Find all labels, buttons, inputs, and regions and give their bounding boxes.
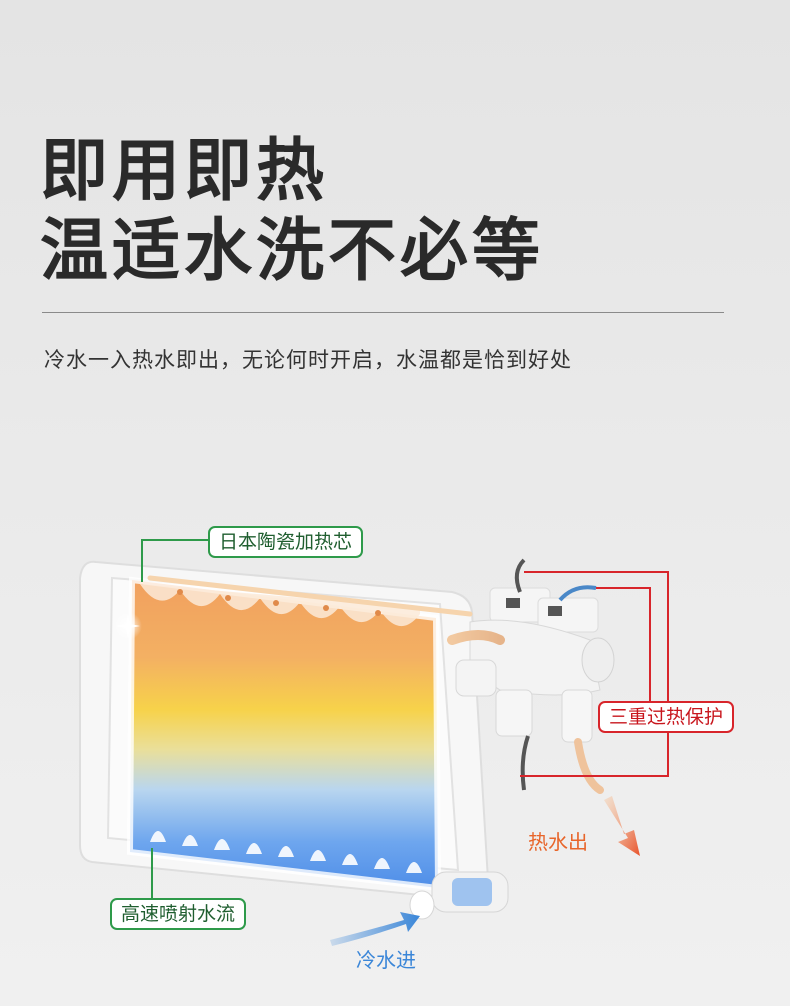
hot-water-arrow xyxy=(604,796,640,856)
callout-line-heating-core xyxy=(141,539,210,582)
headline-line1: 即用即热 xyxy=(40,132,329,211)
label-spray-flow: 高速喷射水流 xyxy=(110,898,247,930)
cold-water-arrow xyxy=(330,912,420,946)
headline-line2: 温适水洗不必等 xyxy=(40,212,545,291)
subtitle: 冷水一入热水即出，无论何时开启，水温都是恰到好处 xyxy=(44,348,572,372)
water-chamber xyxy=(130,580,438,888)
label-cold-water-in: 冷水进 xyxy=(356,948,416,972)
top-droplets xyxy=(140,584,420,627)
label-overheat-protection: 三重过热保护 xyxy=(598,701,735,733)
cold-inlet xyxy=(409,871,509,920)
protection-line-outer xyxy=(520,571,669,777)
protection-line-inner xyxy=(596,587,651,704)
label-hot-water-out: 热水出 xyxy=(528,830,588,854)
valve-assembly xyxy=(455,587,615,743)
divider xyxy=(42,312,724,313)
label-heating-core: 日本陶瓷加热芯 xyxy=(208,526,364,558)
spray-nozzles xyxy=(150,831,422,873)
heating-wire xyxy=(177,589,381,616)
